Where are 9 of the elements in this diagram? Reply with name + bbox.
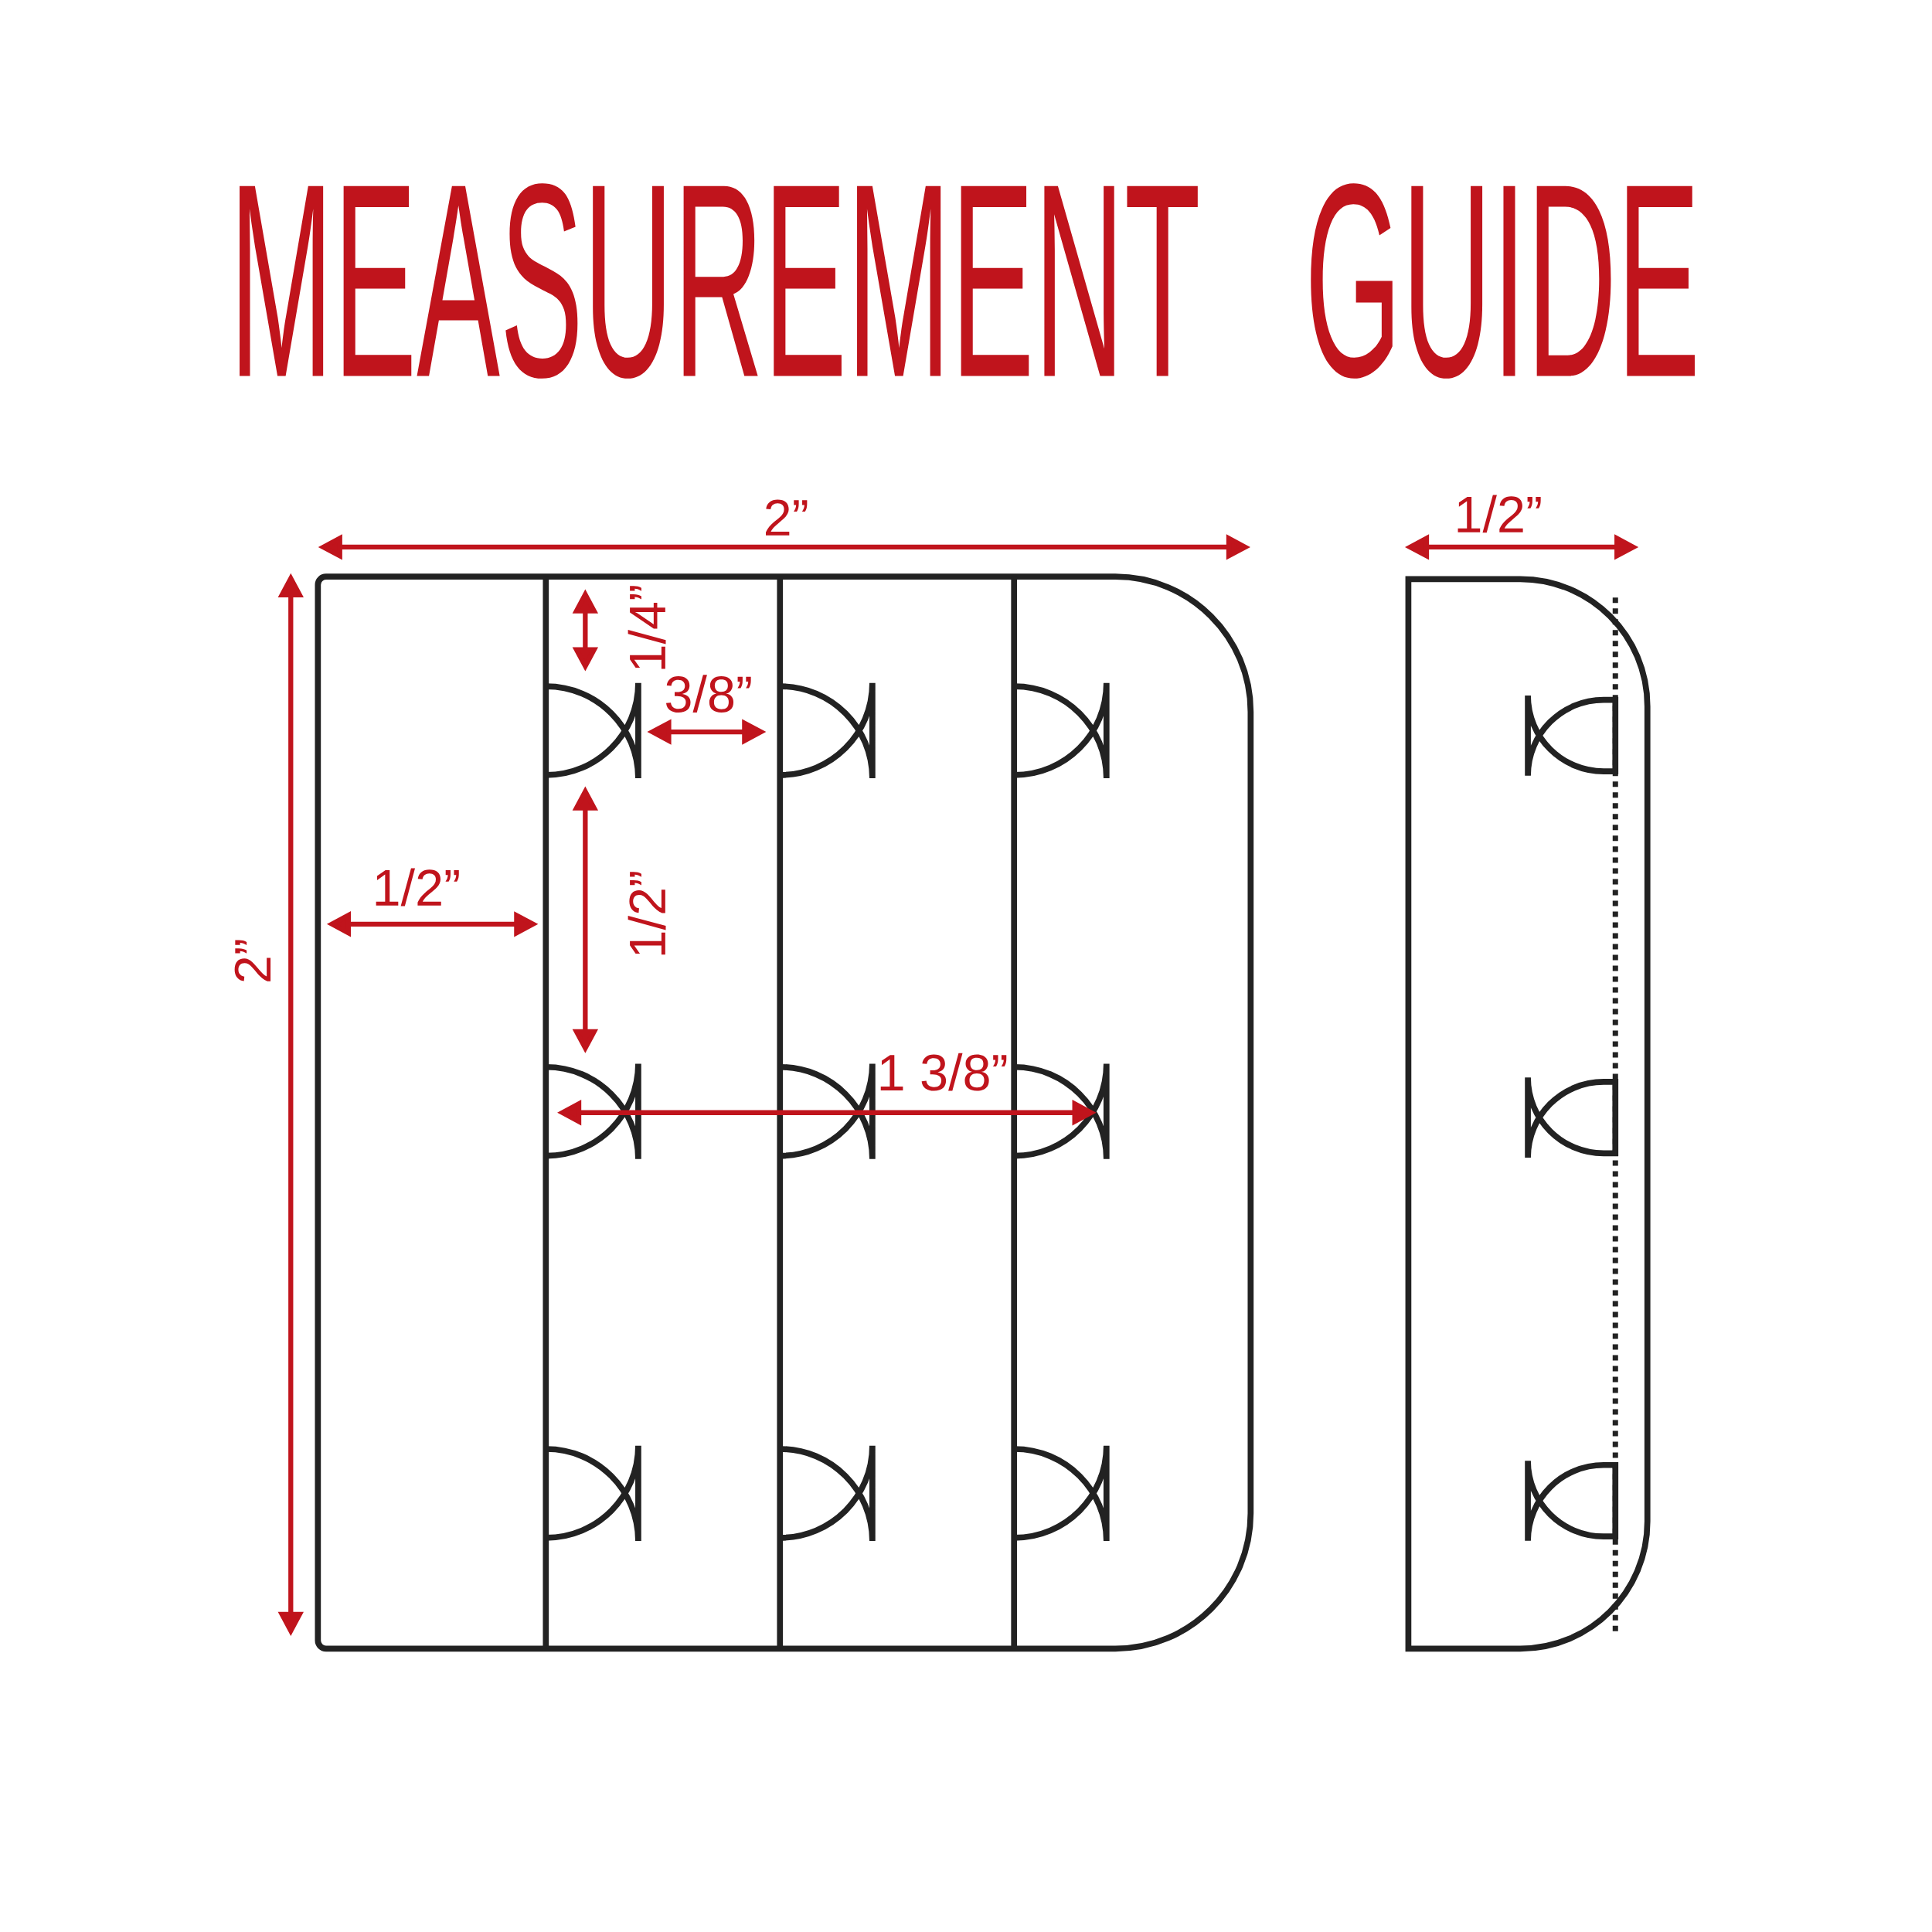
dimension-label: 1/4” <box>628 586 666 669</box>
dimension-label: 1/2” <box>1458 495 1541 533</box>
dimension-label: 1/2” <box>628 872 666 955</box>
dimension-label: 2” <box>234 940 271 981</box>
title: MEASUREMENT GUIDE <box>240 183 1695 379</box>
dimension-label: 3/8” <box>666 675 751 713</box>
dimension-label: 1/2” <box>376 868 459 906</box>
dimension-label: 1 3/8” <box>880 1053 1007 1091</box>
dimension-label: 2” <box>766 499 808 536</box>
